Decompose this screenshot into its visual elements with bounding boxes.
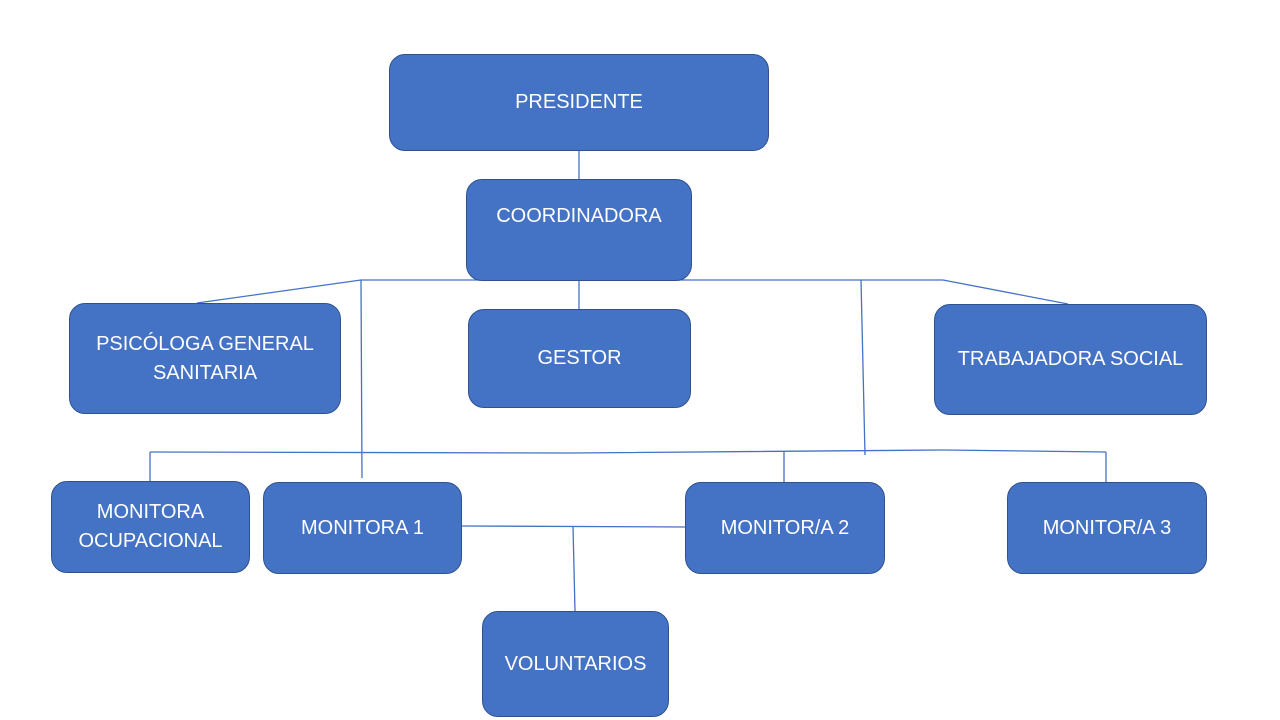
- node-label: PRESIDENTE: [515, 91, 643, 113]
- node-coordinadora: COORDINADORA: [466, 179, 692, 281]
- node-voluntarios: VOLUNTARIOS: [482, 611, 669, 717]
- node-label: TRABAJADORA SOCIAL: [957, 348, 1184, 370]
- connector-left-vertical: [360, 279, 363, 479]
- node-label: PSICÓLOGA GENERAL SANITARIA: [96, 332, 314, 384]
- connector-branch-trabajadora: [942, 279, 1069, 305]
- node-gestor: GESTOR: [468, 309, 691, 408]
- node-monitor-a-3: MONITOR/A 3: [1007, 482, 1207, 574]
- node-trabajadora-social: TRABAJADORA SOCIAL: [934, 304, 1207, 415]
- node-presidente: PRESIDENTE: [389, 54, 769, 151]
- connector-branch-psicologa: [196, 279, 362, 304]
- node-label: VOLUNTARIOS: [504, 652, 647, 675]
- node-label: COORDINADORA: [496, 205, 662, 227]
- node-psicologa: PSICÓLOGA GENERAL SANITARIA: [69, 303, 341, 414]
- node-label: MONITORA OCUPACIONAL: [78, 501, 223, 552]
- connector-right-vertical: [860, 279, 866, 456]
- node-monitora-ocupacional: MONITORA OCUPACIONAL: [51, 481, 250, 573]
- node-label: MONITOR/A 3: [1042, 516, 1172, 539]
- node-monitora-1: MONITORA 1: [263, 482, 462, 574]
- connector-monitors-bus: [149, 449, 1107, 454]
- connector-to-voluntarios: [572, 525, 576, 612]
- node-monitor-a-2: MONITOR/A 2: [685, 482, 885, 574]
- node-label: MONITOR/A 2: [720, 516, 850, 539]
- node-label: GESTOR: [537, 347, 622, 369]
- node-label: MONITORA 1: [301, 516, 424, 539]
